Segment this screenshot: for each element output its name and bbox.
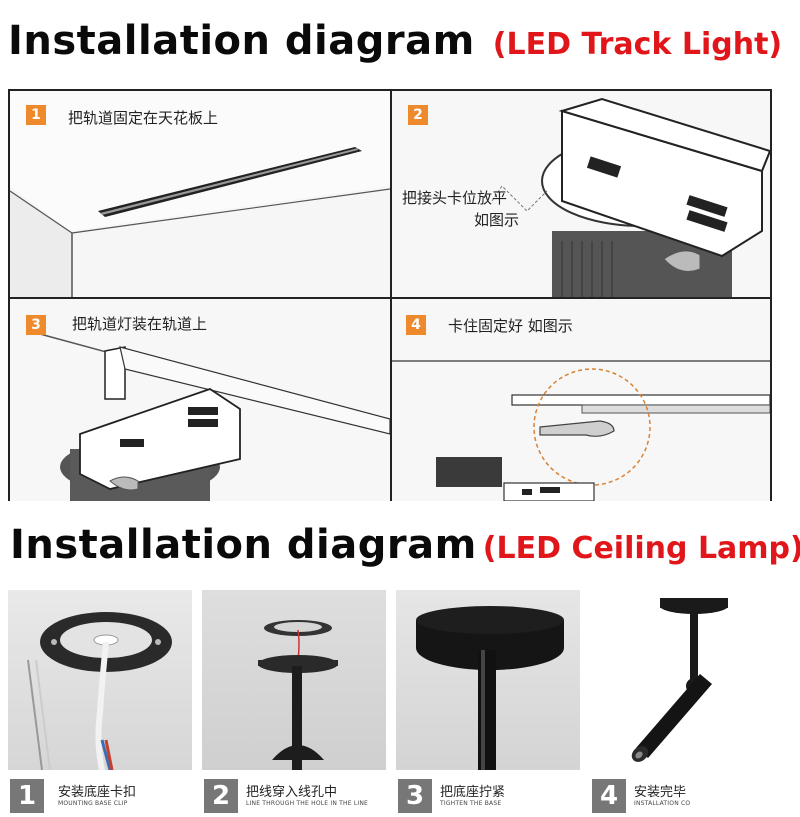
track-light-steps-frame: 1 把轨道固定在天花板上 2 把接头卡位放平 如图示	[8, 89, 772, 501]
step-3-badge: 3	[26, 315, 46, 335]
ceiling-step-2-photo	[202, 590, 386, 770]
ceiling-step-1-caption: 安装底座卡扣	[58, 785, 137, 800]
step-1-badge: 1	[26, 105, 46, 125]
ceiling-lamp-title: Installation diagram(LED Ceiling Lamp)	[10, 522, 800, 568]
track-step-3-illustration	[10, 299, 390, 501]
ceiling-step-2-subcaption: LINE THROUGH THE HOLE IN THE LINE	[246, 800, 369, 807]
ceiling-step-4-caption: 安装完毕	[634, 785, 687, 800]
track-light-title: Installation diagram (LED Track Light)	[8, 18, 800, 64]
track-step-3-panel: 3 把轨道灯装在轨道上	[10, 299, 390, 501]
ceiling-step-2-illustration	[202, 590, 386, 770]
track-step-1-panel: 1 把轨道固定在天花板上	[10, 91, 390, 297]
ceiling-step-4-number: 4	[592, 779, 626, 813]
title-sub: (LED Ceiling Lamp)	[482, 531, 800, 566]
ceiling-step-2-caption: 把线穿入线孔中	[246, 785, 338, 800]
frame-horizontal-divider	[10, 297, 770, 299]
step-4-caption: 卡住固定好 如图示	[448, 317, 573, 335]
track-step-1-illustration	[10, 91, 390, 297]
ceiling-step-3-number: 3	[398, 779, 432, 813]
step-2-badge: 2	[408, 105, 428, 125]
title-main: Installation diagram	[8, 18, 475, 64]
ceiling-step-4-illustration	[590, 590, 770, 770]
track-step-4-illustration	[392, 299, 770, 501]
step-2-caption-line2: 如图示	[474, 211, 520, 229]
ceiling-step-3-illustration	[396, 590, 580, 770]
step-2-caption-line1: 把接头卡位放平	[402, 189, 508, 207]
title-main: Installation diagram	[10, 522, 477, 568]
step-1-caption: 把轨道固定在天花板上	[68, 109, 219, 127]
ceiling-step-1-number: 1	[10, 779, 44, 813]
ceiling-step-2-number: 2	[204, 779, 238, 813]
track-step-2-panel: 2 把接头卡位放平 如图示	[392, 91, 770, 297]
ceiling-step-4-photo	[590, 590, 770, 770]
step-3-caption: 把轨道灯装在轨道上	[72, 315, 208, 333]
ceiling-step-1-subcaption: MOUNTING BASE CLIP	[58, 800, 128, 807]
ceiling-step-1-photo	[8, 590, 192, 770]
track-step-4-panel: 4 卡住固定好 如图示	[392, 299, 770, 501]
ceiling-step-1-illustration	[8, 590, 192, 770]
step-4-badge: 4	[406, 315, 426, 335]
ceiling-step-3-photo	[396, 590, 580, 770]
ceiling-step-3-caption: 把底座拧紧	[440, 785, 506, 800]
ceiling-step-3-subcaption: TIGHTEN THE BASE	[440, 800, 502, 807]
title-sub: (LED Track Light)	[492, 27, 783, 62]
track-step-2-illustration	[392, 91, 770, 297]
ceiling-step-4-subcaption: INSTALLATION CO	[634, 800, 691, 807]
frame-vertical-divider	[390, 91, 392, 499]
